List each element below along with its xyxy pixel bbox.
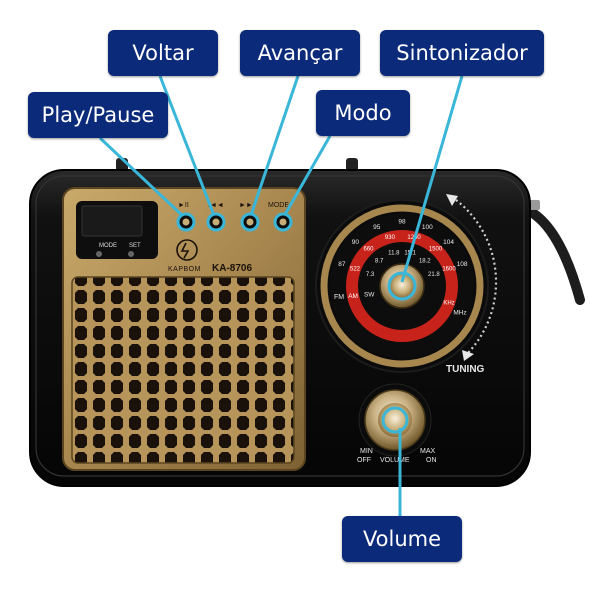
volume-off-label: OFF xyxy=(357,457,371,464)
display-mode-button xyxy=(96,251,102,257)
leader-modo xyxy=(281,135,332,219)
callout-play-pause: Play/Pause xyxy=(28,92,168,138)
am-scale-label: 522 xyxy=(350,266,361,272)
display-mode-label: MODE xyxy=(99,243,117,249)
am-scale-label: 1500 xyxy=(429,246,443,252)
band-fm-label: FM xyxy=(334,294,344,301)
fm-scale-label: 95 xyxy=(373,224,381,231)
leader-lines xyxy=(98,75,464,516)
tuning-gold-ring xyxy=(320,204,484,368)
fm-scale-label: 108 xyxy=(457,261,468,268)
volume-max-label: MAX xyxy=(420,448,436,455)
callout-voltar: Voltar xyxy=(108,30,218,76)
display-set-label: SET xyxy=(129,243,141,249)
prev-symbol: I◄◄ xyxy=(208,202,224,209)
lcd-display xyxy=(81,205,143,237)
callout-sintonizador: Sintonizador xyxy=(380,30,544,76)
am-scale-label: 660 xyxy=(363,246,374,252)
callout-modo: Modo xyxy=(316,90,410,136)
sw-scale-label: 7.3 xyxy=(366,272,375,278)
mode-symbol: MODE xyxy=(268,202,289,209)
callout-avancar: Avançar xyxy=(240,30,360,76)
tuning-arrow-bottom xyxy=(462,350,474,361)
tuning-label: TUNING xyxy=(446,364,485,375)
display-set-button xyxy=(128,251,134,257)
play-pause-symbol: ►II xyxy=(178,202,189,209)
volume-min-label: MIN xyxy=(360,448,373,455)
button-centers xyxy=(182,218,287,226)
btn-sintonizador xyxy=(387,271,417,301)
tuning-arrow-top xyxy=(446,194,458,206)
am-scale-label: 1600 xyxy=(442,266,456,272)
band-am-label: AM xyxy=(348,293,358,300)
next-symbol: ►►I xyxy=(239,202,255,209)
band-sw-label: SW xyxy=(364,292,375,299)
volume-label: VOLUME xyxy=(380,457,410,464)
leader-avancar xyxy=(248,75,300,219)
unit-mhz-label: MHz xyxy=(453,310,466,317)
speaker-grill xyxy=(71,276,295,464)
fm-scale-label: 87 xyxy=(338,261,346,268)
am-scale-label: 930 xyxy=(385,235,396,241)
unit-khz-label: KHz xyxy=(443,301,454,307)
tuning-knob-cap xyxy=(390,274,414,298)
model-number: KA-8706 xyxy=(212,263,252,274)
callout-volume: Volume xyxy=(342,516,462,562)
leader-sintonizador xyxy=(400,75,464,283)
leader-play-pause xyxy=(98,136,187,220)
dial-red-ring xyxy=(346,230,458,342)
sw-scale-label: 8.7 xyxy=(375,258,384,264)
fm-scale-label: 90 xyxy=(352,239,360,246)
leader-voltar xyxy=(158,75,217,219)
fm-scale-label: 100 xyxy=(422,224,433,231)
brand-logo xyxy=(176,239,198,261)
volume-on-label: ON xyxy=(426,457,437,464)
brand-name: KAPBOM xyxy=(168,266,201,273)
sw-scale-label: 21.8 xyxy=(428,272,440,278)
fm-scale-label: 98 xyxy=(398,219,406,226)
sw-scale-label: 11.8 xyxy=(388,251,400,257)
fm-scale-label: 104 xyxy=(443,239,454,246)
sw-scale-label: 18.2 xyxy=(419,258,431,264)
btn-volume xyxy=(381,406,409,434)
